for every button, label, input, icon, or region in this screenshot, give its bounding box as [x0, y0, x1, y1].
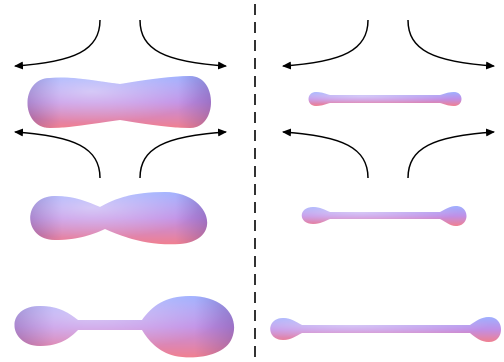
- flow-arrow-icon: [282, 128, 369, 179]
- left-panel: [14, 19, 235, 358]
- droplet-pinching-dumbbell: [14, 296, 235, 358]
- extensional-flow-arrows-top-left: [14, 19, 227, 70]
- flow-arrow-icon: [14, 19, 101, 70]
- droplet-elongated-capsule: [27, 76, 211, 128]
- droplet-thin-thread: [308, 92, 462, 106]
- flow-arrow-icon: [139, 19, 227, 70]
- droplet-asymmetric-dumbbell: [30, 192, 208, 245]
- flow-arrow-icon: [282, 19, 369, 70]
- right-panel: [270, 19, 501, 342]
- extensional-flow-arrows-top-right: [282, 19, 495, 70]
- flow-arrow-icon: [14, 128, 101, 179]
- extensional-flow-arrows-middle-right: [282, 128, 495, 179]
- extensional-flow-arrows-middle-left: [14, 128, 227, 179]
- droplet-long-thread-with-end-bulbs: [270, 317, 501, 342]
- flow-arrow-icon: [407, 128, 495, 179]
- flow-arrow-icon: [407, 19, 495, 70]
- droplet-thread-with-end-bulbs: [301, 206, 467, 226]
- flow-arrow-icon: [139, 128, 227, 179]
